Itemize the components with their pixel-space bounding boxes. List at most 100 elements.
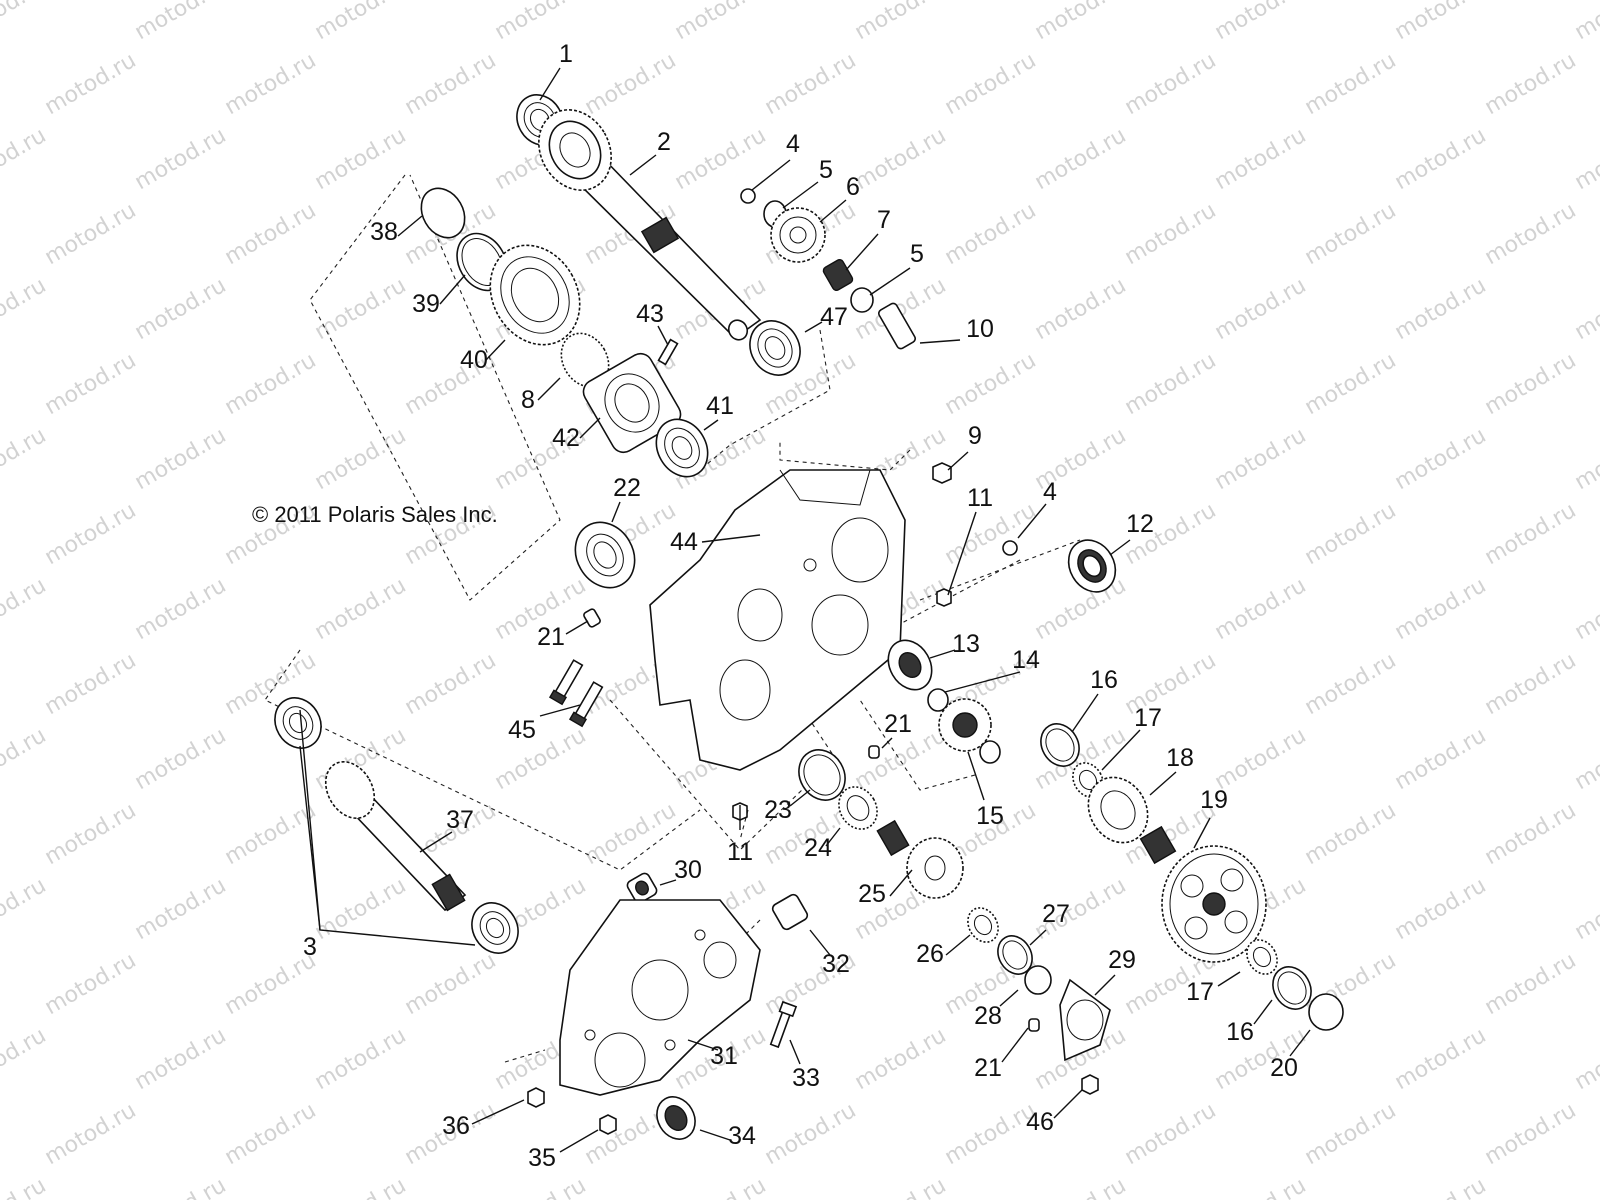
washer-5b[interactable]: [850, 287, 874, 313]
gear-19[interactable]: [1161, 845, 1267, 963]
callout-c42[interactable]: 42: [552, 424, 580, 452]
callout-c44[interactable]: 44: [670, 528, 698, 556]
needle-bearing-7[interactable]: [822, 258, 854, 292]
callout-c20[interactable]: 20: [1270, 1054, 1298, 1082]
race-16b[interactable]: [1265, 960, 1318, 1016]
race-16[interactable]: [1033, 717, 1086, 773]
bolt-36[interactable]: [527, 1087, 545, 1108]
circlip-4[interactable]: [740, 188, 756, 204]
bearing-41[interactable]: [646, 410, 718, 486]
race-27[interactable]: [991, 930, 1039, 981]
bolt-35[interactable]: [599, 1114, 617, 1135]
callout-c7[interactable]: 7: [877, 206, 891, 234]
callout-c5b[interactable]: 5: [910, 240, 924, 268]
callout-c28[interactable]: 28: [974, 1002, 1002, 1030]
callout-c21c[interactable]: 21: [974, 1054, 1002, 1082]
shaft-gear-18[interactable]: [1077, 767, 1177, 865]
callout-c21b[interactable]: 21: [884, 710, 912, 738]
shaft-gear-25[interactable]: [876, 819, 964, 899]
callout-c29[interactable]: 29: [1108, 946, 1136, 974]
callout-c17a[interactable]: 17: [1134, 704, 1162, 732]
dowel-21c[interactable]: [1028, 1018, 1040, 1032]
callout-c46[interactable]: 46: [1026, 1108, 1054, 1136]
callout-c4b[interactable]: 4: [1043, 478, 1057, 506]
callout-c39[interactable]: 39: [412, 290, 440, 318]
flange-29[interactable]: [1059, 978, 1111, 1062]
seal-12[interactable]: [1059, 532, 1124, 601]
bearings-3[interactable]: [266, 689, 527, 961]
dowel-21b[interactable]: [868, 745, 880, 759]
gear-40[interactable]: [473, 229, 598, 361]
bearing-47[interactable]: [740, 312, 810, 384]
main-shaft-2[interactable]: [525, 97, 762, 344]
callout-c41[interactable]: 41: [706, 392, 734, 420]
callout-c16b[interactable]: 16: [1226, 1018, 1254, 1046]
callout-c19[interactable]: 19: [1200, 786, 1228, 814]
callout-c26[interactable]: 26: [916, 940, 944, 968]
callout-c10[interactable]: 10: [966, 315, 994, 343]
callout-c40[interactable]: 40: [460, 346, 488, 374]
bearing-housing-42[interactable]: [579, 349, 685, 456]
callout-c24[interactable]: 24: [804, 834, 832, 862]
plug-11[interactable]: [936, 588, 952, 607]
callout-c17b[interactable]: 17: [1186, 978, 1214, 1006]
seal-22[interactable]: [564, 512, 646, 599]
pin-10[interactable]: [877, 302, 916, 350]
callout-c47[interactable]: 47: [820, 303, 848, 331]
bolt-46[interactable]: [1081, 1074, 1099, 1095]
circlip-4b[interactable]: [1002, 540, 1018, 556]
gear-6[interactable]: [770, 207, 826, 263]
callout-c11b[interactable]: 11: [727, 838, 753, 866]
dowel-21[interactable]: [583, 608, 601, 628]
callout-c13[interactable]: 13: [952, 630, 980, 658]
callout-c8[interactable]: 8: [521, 386, 535, 414]
snap-ring-38[interactable]: [413, 180, 474, 245]
seal-13[interactable]: [880, 632, 941, 697]
callout-c2[interactable]: 2: [657, 128, 671, 156]
callout-c25[interactable]: 25: [858, 880, 886, 908]
callout-c22[interactable]: 22: [613, 474, 641, 502]
o-ring-28[interactable]: [1024, 965, 1052, 995]
shaft-37[interactable]: [316, 753, 467, 912]
callout-c34[interactable]: 34: [728, 1122, 756, 1150]
bearing-26[interactable]: [962, 902, 1004, 947]
bolt-43[interactable]: [657, 338, 679, 366]
callout-c5a[interactable]: 5: [819, 156, 833, 184]
callout-c14[interactable]: 14: [1012, 646, 1040, 674]
callout-c35[interactable]: 35: [528, 1144, 556, 1172]
sleeve-8[interactable]: [552, 325, 618, 395]
callout-c12[interactable]: 12: [1126, 510, 1154, 538]
callout-c3[interactable]: 3: [303, 933, 317, 961]
callout-c11a[interactable]: 11: [967, 484, 993, 512]
callout-c38[interactable]: 38: [370, 218, 398, 246]
callout-c43[interactable]: 43: [636, 300, 664, 328]
rings-14[interactable]: [927, 688, 1001, 764]
cover-31[interactable]: [559, 899, 761, 1096]
callout-c31[interactable]: 31: [710, 1042, 738, 1070]
callout-c1[interactable]: 1: [559, 40, 573, 68]
callout-c16a[interactable]: 16: [1090, 666, 1118, 694]
callout-c9[interactable]: 9: [968, 422, 982, 450]
callout-c37[interactable]: 37: [446, 806, 474, 834]
seal-34[interactable]: [649, 1090, 702, 1146]
callout-c21a[interactable]: 21: [537, 623, 565, 651]
callout-c45[interactable]: 45: [508, 716, 536, 744]
o-ring-20[interactable]: [1308, 993, 1344, 1031]
bearing-24[interactable]: [831, 780, 884, 836]
callout-c33[interactable]: 33: [792, 1064, 820, 1092]
callout-c27[interactable]: 27: [1042, 900, 1070, 928]
bearing-17b[interactable]: [1241, 934, 1283, 979]
gear-15[interactable]: [938, 698, 992, 752]
callout-c15[interactable]: 15: [976, 802, 1004, 830]
callout-c4a[interactable]: 4: [786, 130, 800, 158]
callout-c18[interactable]: 18: [1166, 744, 1194, 772]
callout-c30[interactable]: 30: [674, 856, 702, 884]
callout-c36[interactable]: 36: [442, 1112, 470, 1140]
race-23[interactable]: [790, 741, 854, 808]
callout-c23[interactable]: 23: [764, 796, 792, 824]
bolt-9[interactable]: [932, 462, 952, 484]
needle-bearing-30[interactable]: [626, 872, 659, 905]
bolt-33[interactable]: [768, 1000, 798, 1049]
main-case-44[interactable]: [649, 469, 906, 771]
callout-c32[interactable]: 32: [822, 950, 850, 978]
